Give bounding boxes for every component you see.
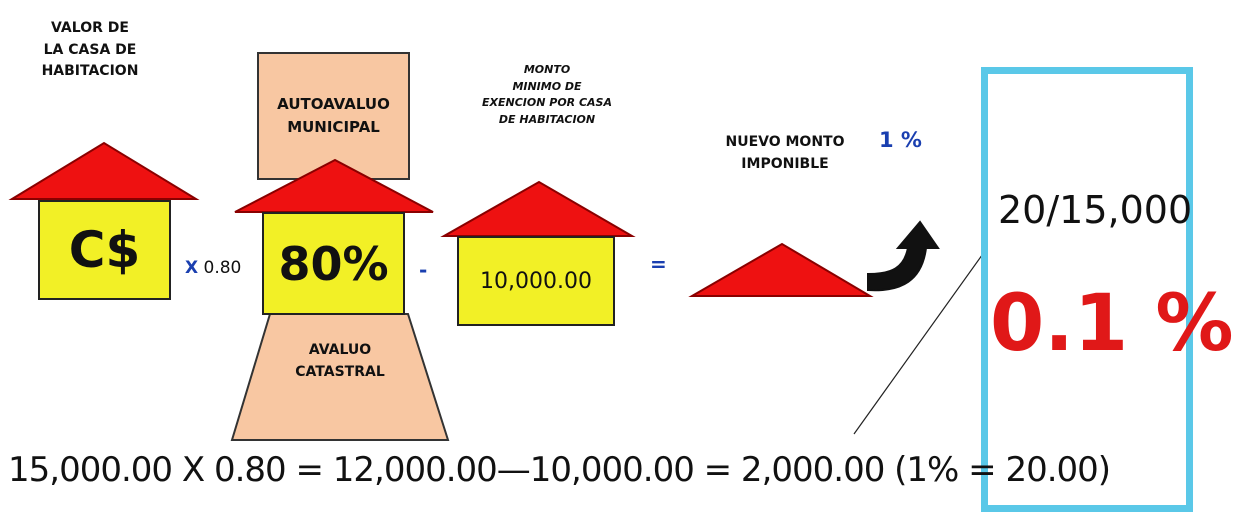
avaluo-label: AVALUO CATASTRAL: [280, 340, 400, 383]
house2-box: 80%: [262, 212, 405, 315]
house1-roof: [8, 141, 200, 200]
house3-roof: [440, 180, 636, 237]
autoavaluo-box: AUTOAVALUO MUNICIPAL: [257, 52, 410, 180]
house1-label-line3: HABITACION: [41, 63, 139, 80]
house1-label-line1: VALOR DE: [51, 20, 129, 36]
avaluo-line1: AVALUO: [308, 342, 372, 358]
result-panel: 20/15,000 0.1 %: [981, 67, 1233, 512]
autoavaluo-line1: AUTOAVALUO: [277, 94, 390, 113]
house3-value: 10,000.00: [480, 268, 592, 294]
autoavaluo-line2: MUNICIPAL: [287, 118, 380, 136]
result-roof: [688, 242, 874, 297]
house2-roof: [234, 158, 434, 213]
curved-arrow-icon: [867, 220, 940, 292]
multiplier-factor: 0.80: [203, 258, 242, 278]
house1-label-line2: LA CASA DE: [43, 41, 137, 58]
equals-sign: =: [650, 252, 667, 276]
house3-label-line2: MINIMO DE: [512, 79, 582, 93]
multiplier: X 0.80: [185, 258, 241, 278]
house3-box: 10,000.00: [457, 236, 615, 326]
house1-value: C$: [68, 221, 141, 279]
house3-label-line3: EXENCION POR CASA: [481, 96, 612, 109]
multiplier-x: X: [185, 258, 199, 278]
panel-percent: 0.1 %: [990, 279, 1233, 369]
panel-fraction: 20/15,000: [998, 188, 1193, 232]
result-label-line2: IMPONIBLE: [741, 155, 829, 172]
house1-label: VALOR DE LA CASA DE HABITACION: [20, 18, 160, 83]
result-label-line1: NUEVO MONTO: [725, 134, 845, 150]
house1-box: C$: [38, 200, 171, 300]
formula-text: 15,000.00 X 0.80 = 12,000.00—10,000.00 =…: [8, 450, 1111, 490]
minus-sign: -: [419, 258, 428, 282]
house3-label: MONTO MINIMO DE EXENCION POR CASA DE HAB…: [472, 62, 622, 128]
result-label: NUEVO MONTO IMPONIBLE: [700, 132, 870, 175]
house2-value: 80%: [278, 236, 389, 291]
house3-label-line4: DE HABITACION: [498, 112, 596, 126]
house3-label-line1: MONTO: [523, 63, 571, 76]
avaluo-line2: CATASTRAL: [295, 363, 385, 380]
result-percent: 1 %: [879, 128, 922, 152]
